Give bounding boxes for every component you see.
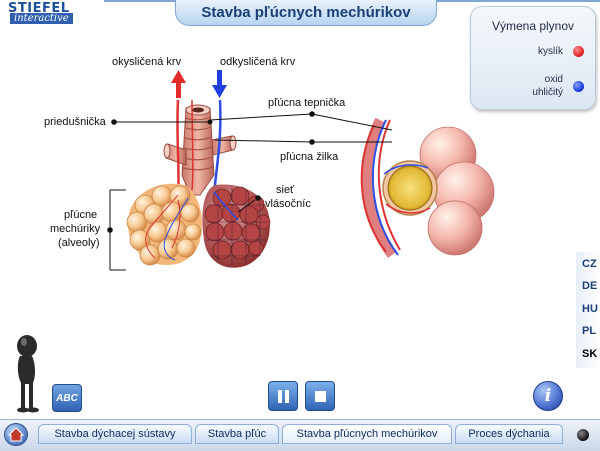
info-icon: i	[544, 386, 552, 406]
legend-oxygen-label: kyslík	[538, 46, 563, 57]
label-vein: pľúcna žilka	[280, 151, 339, 163]
pause-icon	[278, 390, 282, 403]
pause-button[interactable]	[268, 381, 298, 411]
label-deoxygenated-blood: odkysličená krv	[220, 56, 296, 68]
tab-breathing-process[interactable]: Proces dýchania	[455, 424, 563, 444]
abc-button[interactable]: ABC	[52, 384, 82, 412]
label-alveoli-line3: (alveoly)	[58, 237, 100, 249]
lang-cz[interactable]: CZ	[582, 258, 597, 270]
abc-label: ABC	[56, 393, 78, 404]
legend-co2-label-line2: uhličitý	[532, 87, 563, 98]
pointer-lines	[107, 111, 393, 271]
legend-co2-label-line1: oxid	[544, 74, 563, 85]
alveoli-cluster	[126, 183, 202, 266]
info-button[interactable]: i	[533, 381, 563, 411]
lang-hu[interactable]: HU	[582, 303, 598, 315]
home-button[interactable]	[4, 423, 28, 446]
deoxygenated-arrow	[212, 70, 227, 98]
capillary-network-cluster	[202, 184, 271, 268]
label-alveoli-line1: pľúcne	[64, 209, 98, 221]
gas-exchange-legend: Výmena plynov kyslík oxid uhličitý	[470, 6, 596, 110]
lang-sk[interactable]: SK	[582, 348, 598, 360]
tab-alveoli-structure[interactable]: Stavba pľúcnych mechúrikov	[282, 424, 452, 444]
record-indicator-icon	[577, 429, 589, 441]
home-icon	[7, 427, 25, 442]
logo-line1: STIEFEL	[8, 1, 70, 16]
legend-title: Výmena plynov	[491, 19, 575, 33]
tab-respiratory-system[interactable]: Stavba dýchacej sústavy	[38, 424, 192, 444]
alveolus-cross-section	[360, 117, 495, 258]
tab-lung-structure[interactable]: Stavba pľúc	[195, 424, 279, 444]
label-trachea: priedušnička	[44, 116, 106, 128]
label-capillary-line2: vlásočníc	[265, 198, 311, 210]
logo-line2: interactive	[10, 13, 73, 24]
lang-de[interactable]: DE	[582, 280, 598, 292]
bronchiole	[163, 99, 237, 196]
pause-icon-bar	[285, 390, 289, 403]
label-capillary-line1: sieť	[276, 184, 295, 196]
label-alveoli-line2: mechúriky	[50, 223, 101, 235]
oxygen-dot	[573, 46, 584, 57]
label-artery: pľúcna tepnička	[268, 97, 346, 109]
label-oxygenated-blood: okysličená krv	[112, 56, 182, 68]
oxygenated-arrow	[171, 70, 186, 98]
stop-button[interactable]	[305, 381, 335, 411]
lang-pl[interactable]: PL	[582, 325, 597, 337]
language-selector	[576, 252, 600, 368]
page-title: Stavba pľúcnych mechúrikov	[175, 0, 437, 26]
stop-icon	[315, 391, 326, 402]
guide-figure-icon	[17, 335, 39, 413]
stiefel-logo: STIEFEL interactive	[0, 0, 104, 26]
co2-dot	[573, 81, 584, 92]
